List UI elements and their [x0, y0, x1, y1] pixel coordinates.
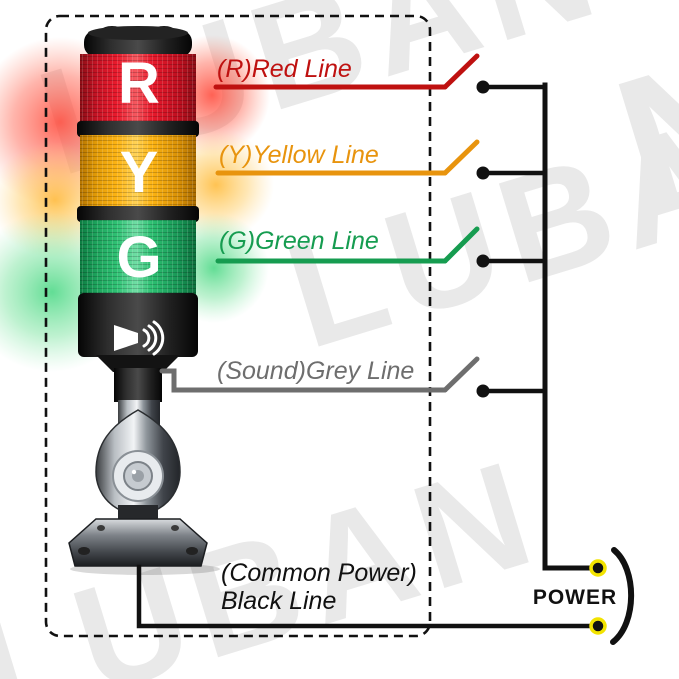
base-hole	[186, 547, 198, 555]
junction-dot	[476, 254, 490, 268]
neck	[114, 368, 162, 402]
tower-light: R Y G	[68, 26, 220, 575]
green-segment-texture	[80, 220, 196, 295]
junction-dot	[476, 384, 490, 398]
junction-dots	[476, 80, 490, 398]
base-plate	[68, 518, 208, 567]
green-line-label: (G)Green Line	[219, 227, 379, 255]
speaker-icon	[114, 320, 165, 356]
sound-module-taper	[96, 355, 180, 372]
junction-dot	[476, 80, 490, 94]
junction-dot	[476, 166, 490, 180]
segment-letter-g: G	[116, 225, 161, 290]
power-bracket	[610, 547, 635, 645]
base-hole	[97, 525, 105, 531]
common-power-label-line2: Black Line	[221, 587, 337, 615]
common-power-label: (Common Power) Black Line	[221, 559, 417, 615]
grey-line-label: (Sound)Grey Line	[217, 357, 415, 385]
swivel-bolt-glint	[131, 469, 137, 475]
grey-switch	[442, 356, 480, 393]
segment-ring	[77, 206, 199, 222]
segment-letter-y: Y	[120, 140, 159, 205]
power-bus	[542, 82, 594, 571]
segment-ring	[77, 121, 199, 137]
red-line-label: (R)Red Line	[217, 55, 352, 83]
power-terminal-negative	[589, 617, 607, 635]
base-hole	[78, 547, 90, 555]
green-switch	[442, 226, 480, 264]
red-switch	[442, 53, 480, 90]
grey-wire	[159, 368, 448, 393]
base-hole	[171, 525, 179, 531]
bus-wires	[136, 82, 594, 629]
power-terminal-positive	[589, 559, 607, 577]
top-cap-face	[88, 26, 188, 40]
common-power-label-line1: (Common Power)	[221, 559, 417, 587]
sound-module	[78, 293, 198, 357]
dashed-border	[44, 14, 432, 638]
segment-letter-r: R	[118, 51, 160, 116]
power-label: POWER	[532, 586, 618, 609]
yellow-segment-texture	[80, 135, 196, 208]
yellow-switch	[442, 139, 480, 176]
red-segment-texture	[80, 54, 196, 123]
yellow-line-label: (Y)Yellow Line	[219, 141, 379, 169]
common-power-wire	[136, 564, 594, 629]
